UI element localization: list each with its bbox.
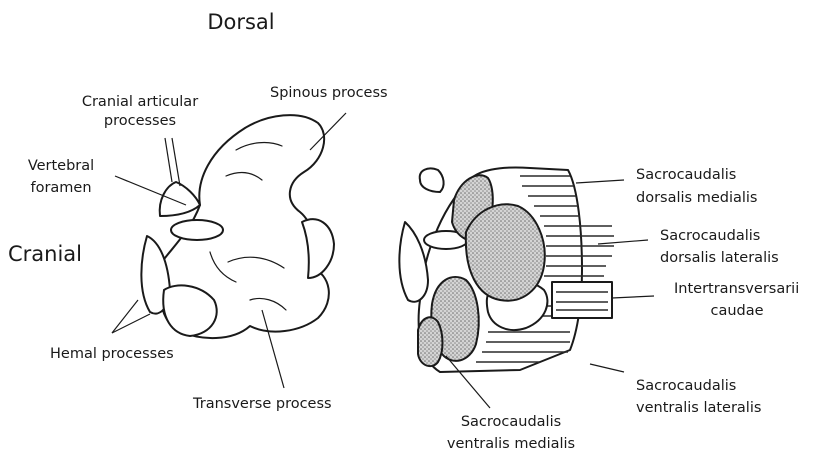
label-spinous-process: Spinous process: [270, 84, 388, 102]
label-svl-line1: Sacrocaudalis: [636, 377, 736, 395]
label-dorsal: Dorsal: [196, 10, 286, 34]
label-svm-line1: Sacrocaudalis: [430, 413, 592, 431]
label-cranial-articular-line1: Cranial articular: [56, 93, 224, 111]
label-sdm-line2: dorsalis medialis: [636, 189, 757, 207]
svm-cross-section: [418, 317, 443, 366]
cranial-articular-process: [160, 182, 200, 216]
vertebra-left-view: [141, 115, 334, 338]
label-cranial-articular-line2: processes: [56, 112, 224, 130]
label-svl-line2: ventralis lateralis: [636, 399, 761, 417]
label-transverse-process: Transverse process: [193, 395, 332, 413]
label-ic-line1: Intertransversarii: [674, 280, 799, 298]
label-sdl-line2: dorsalis lateralis: [660, 249, 779, 267]
sdl-cross-section: [466, 204, 545, 300]
label-ic-line2: caudae: [674, 302, 800, 320]
label-hemal-processes: Hemal processes: [50, 345, 174, 363]
label-sdl-line1: Sacrocaudalis: [660, 227, 760, 245]
right-articular-process: [420, 168, 444, 192]
right-lateral-bump: [399, 222, 428, 302]
label-svm-line2: ventralis medialis: [430, 435, 592, 453]
vertebral-foramen-shape: [171, 220, 223, 240]
label-sdm-line1: Sacrocaudalis: [636, 166, 736, 184]
label-vertebral-foramen-line1: Vertebral: [10, 157, 112, 175]
muscles-right-view: [399, 168, 614, 372]
intertransversarii-block: [552, 282, 612, 318]
label-cranial: Cranial: [8, 242, 82, 266]
label-vertebral-foramen-line2: foramen: [10, 179, 112, 197]
